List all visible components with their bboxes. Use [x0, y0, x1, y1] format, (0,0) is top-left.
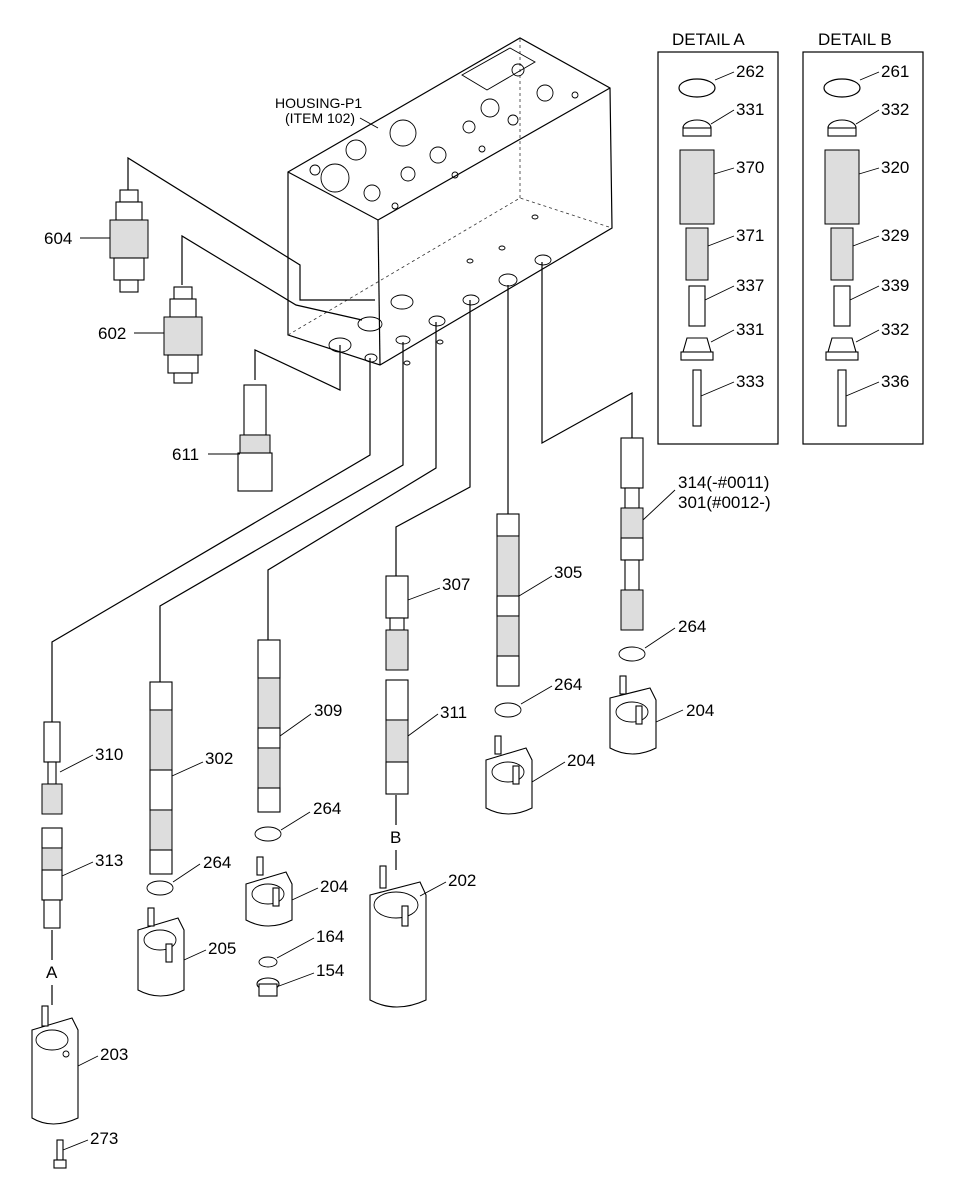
housing-block: HOUSING-P1 (ITEM 102) — [275, 37, 613, 366]
label-203: 203 — [100, 1045, 128, 1064]
label-604: 604 — [44, 229, 72, 248]
label-307: 307 — [442, 575, 470, 594]
label-301: 301(#0012-) — [678, 493, 771, 512]
label-309: 309 — [314, 701, 342, 720]
detail-a-333: 333 — [736, 372, 764, 391]
label-305: 305 — [554, 563, 582, 582]
cap-205 — [137, 907, 185, 997]
label-204-mid: 204 — [567, 751, 595, 770]
valve-604 — [109, 189, 149, 293]
spool-314-301 — [620, 437, 644, 631]
detail-a-371: 371 — [736, 226, 764, 245]
cap-203 — [31, 1005, 79, 1125]
label-264-mid: 264 — [554, 675, 582, 694]
cap-204-left — [245, 856, 293, 927]
callout-labels: 604 602 611 307 305 314(-#0011) 301(#001… — [44, 229, 771, 1148]
label-202: 202 — [448, 871, 476, 890]
label-313: 313 — [95, 851, 123, 870]
label-302: 302 — [205, 749, 233, 768]
detail-a-title: DETAIL A — [672, 30, 745, 49]
housing-subtitle: (ITEM 102) — [285, 110, 355, 126]
valve-611 — [237, 384, 273, 492]
cap-202 — [369, 865, 427, 1008]
detail-a-panel: DETAIL A 262 331 370 371 337 331 333 — [657, 30, 779, 445]
label-264-far-left: 264 — [203, 853, 231, 872]
detail-a-262: 262 — [736, 62, 764, 81]
valve-602 — [163, 286, 203, 384]
spool-310-313 — [41, 721, 63, 929]
label-154: 154 — [316, 961, 344, 980]
spool-309 — [257, 639, 281, 813]
label-205: 205 — [208, 939, 236, 958]
detail-a-337: 337 — [736, 276, 764, 295]
assembly-leader-lines — [51, 156, 633, 1005]
label-310: 310 — [95, 745, 123, 764]
label-602: 602 — [98, 324, 126, 343]
label-611: 611 — [172, 445, 199, 464]
detail-a-331-top: 331 — [736, 100, 764, 119]
plug-154 — [256, 977, 280, 997]
detail-b-332-bottom: 332 — [881, 320, 909, 339]
label-164: 164 — [316, 927, 344, 946]
detail-b-title: DETAIL B — [818, 30, 892, 49]
o-rings — [146, 646, 646, 968]
mark-b: B — [390, 828, 401, 847]
mark-a: A — [46, 963, 58, 982]
detail-b-332-top: 332 — [881, 100, 909, 119]
cap-204-mid — [485, 735, 533, 815]
cap-204-right — [609, 675, 657, 755]
label-273: 273 — [90, 1129, 118, 1148]
spool-307-311 — [385, 575, 409, 795]
label-311: 311 — [440, 703, 467, 722]
detail-b-261: 261 — [881, 62, 909, 81]
detail-b-panel: DETAIL B 261 332 320 329 339 332 336 — [802, 30, 924, 445]
callout-leaders — [59, 237, 684, 1151]
screw-273 — [53, 1139, 67, 1169]
detail-b-320: 320 — [881, 158, 909, 177]
detail-a-370: 370 — [736, 158, 764, 177]
label-264-right: 264 — [678, 617, 706, 636]
detail-b-336: 336 — [881, 372, 909, 391]
spool-302 — [149, 681, 173, 875]
label-264-left: 264 — [313, 799, 341, 818]
label-204-right: 204 — [686, 701, 714, 720]
housing-title: HOUSING-P1 — [275, 95, 362, 111]
detail-b-339: 339 — [881, 276, 909, 295]
spool-305 — [496, 513, 520, 687]
detail-a-331-bottom: 331 — [736, 320, 764, 339]
label-204-left: 204 — [320, 877, 348, 896]
detail-b-329: 329 — [881, 226, 909, 245]
label-314: 314(-#0011) — [678, 473, 769, 492]
